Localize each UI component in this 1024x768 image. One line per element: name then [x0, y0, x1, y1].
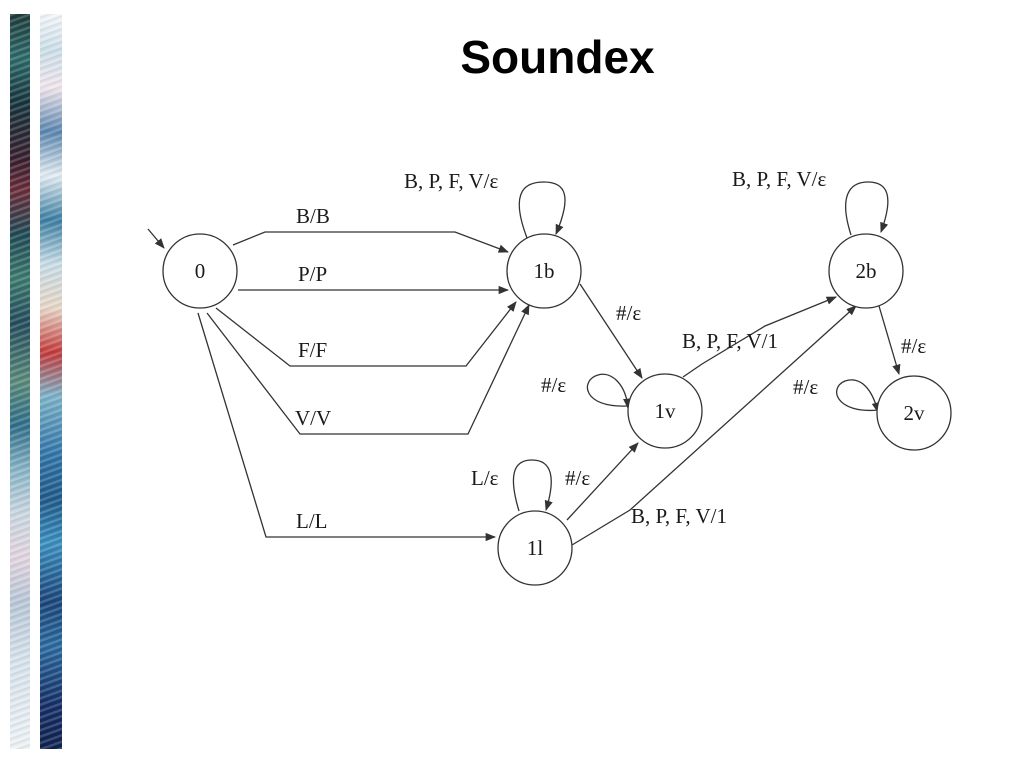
label-l-to-1l: L/L	[296, 509, 328, 533]
state-2v: 2v	[876, 375, 952, 451]
edge-v-to-1b	[206, 304, 530, 435]
state-2b: 2b	[828, 233, 904, 309]
loop-1v	[586, 373, 632, 410]
label-hash-2b-2v: #/ε	[901, 334, 926, 358]
state-1b-label: 1b	[534, 259, 555, 283]
state-2v-label: 2v	[904, 401, 926, 425]
edge-b-to-1b	[232, 231, 509, 253]
edge-1b-to-1v	[579, 283, 643, 379]
edge-1v-to-2b	[682, 296, 837, 378]
loop-2b	[845, 181, 889, 236]
state-0-label: 0	[195, 259, 206, 283]
decorative-banner-left	[10, 14, 30, 749]
edge-2b-to-2v	[878, 305, 901, 375]
loop-1b	[518, 181, 566, 239]
state-1v: 1v	[627, 373, 703, 449]
edge-1l-to-2b	[571, 305, 857, 546]
state-0: 0	[162, 233, 238, 309]
slide-title: Soundex	[460, 31, 655, 83]
label-bpfv-1v-2b: B, P, F, V/1	[682, 329, 778, 353]
label-f-to-1b: F/F	[298, 338, 327, 362]
state-2b-label: 2b	[856, 259, 877, 283]
label-p-to-1b: P/P	[298, 262, 327, 286]
label-loop-1v: #/ε	[541, 373, 566, 397]
label-hash-1b-1v: #/ε	[616, 301, 641, 325]
decorative-banner-right	[40, 14, 62, 749]
edge-l-to-1l	[197, 312, 497, 542]
label-loop-2v: #/ε	[793, 375, 818, 399]
loop-1l	[512, 459, 553, 512]
label-loop-1l: L/ε	[471, 466, 499, 490]
edge-1l-to-1v	[566, 442, 639, 521]
label-loop-1b: B, P, F, V/ε	[404, 169, 498, 193]
state-1b: 1b	[506, 233, 582, 309]
edge-f-to-1b	[215, 301, 517, 367]
start-arrow	[147, 228, 165, 249]
label-loop-2b: B, P, F, V/ε	[732, 167, 826, 191]
label-v-to-1b: V/V	[295, 406, 331, 430]
state-1l: 1l	[497, 510, 573, 586]
loop-2v	[836, 379, 880, 414]
label-bpfv-1l-2b: B, P, F, V/1	[631, 504, 727, 528]
state-1l-label: 1l	[527, 536, 544, 560]
label-hash-1l-1v: #/ε	[565, 466, 590, 490]
state-1v-label: 1v	[655, 399, 677, 423]
label-b-to-1b: B/B	[296, 204, 330, 228]
